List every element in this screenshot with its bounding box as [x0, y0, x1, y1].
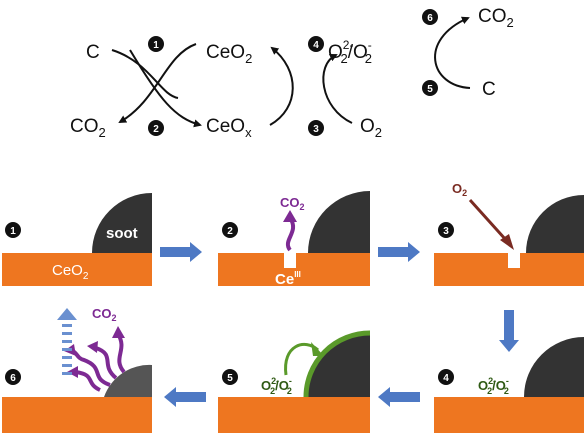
- panel-5: O2-2/O-2 5: [218, 330, 371, 433]
- flow-arrow-5-to-6: [164, 387, 206, 407]
- flow-arrow-3-to-4: [499, 310, 519, 352]
- label-o2: O2: [360, 116, 382, 140]
- panel-number-1: 1: [5, 222, 21, 238]
- co2-label: CO2: [280, 195, 305, 212]
- flow-arrow-2-to-3: [378, 242, 420, 262]
- step-badge-3: 3: [308, 120, 324, 136]
- o2-label: O2: [452, 181, 467, 198]
- step-badge-6: 6: [422, 9, 438, 25]
- svg-text:4: 4: [313, 40, 319, 51]
- ceo2-slab: [218, 397, 370, 433]
- step-badge-2: 2: [148, 120, 164, 136]
- panel-number-4: 4: [438, 369, 454, 385]
- step-badge-5: 5: [422, 80, 438, 96]
- arrow-to-ceox: [129, 49, 202, 128]
- arrow-ceox-to-ceo2: [269, 46, 294, 126]
- svg-text:6: 6: [10, 373, 16, 384]
- panel-2: CO2 CeIII 2: [218, 191, 370, 288]
- flow-arrow-4-to-5: [378, 387, 420, 407]
- co2-arrowhead: [283, 210, 297, 222]
- svg-text:1: 1: [10, 226, 16, 237]
- dashed-up-arrow: [57, 308, 77, 375]
- ceo2-slab-with-vacancy: [434, 253, 584, 286]
- label-co2-right: CO2: [478, 6, 514, 30]
- arrow-c-to-ceo2: [111, 49, 179, 99]
- svg-text:2: 2: [153, 124, 159, 135]
- co2-arrow-c: [116, 332, 126, 374]
- panel-number-5: 5: [222, 369, 238, 385]
- arrow-c-to-co2-right: [434, 16, 471, 89]
- panel-6: CO2 6: [2, 306, 152, 433]
- panel-number-3: 3: [438, 222, 454, 238]
- panel-3: O2 3: [434, 181, 584, 286]
- svg-text:4: 4: [443, 373, 449, 384]
- co2-arrowhead-c: [112, 326, 125, 338]
- superoxide-label: O2-2/O-2: [478, 376, 509, 396]
- co2-arrowhead-d: [67, 366, 78, 378]
- reaction-scheme: C CO2 CeO2 CeOx O2-2/O-2 O2 CO2 C 1 2 3 …: [70, 6, 514, 140]
- svg-text:5: 5: [427, 84, 433, 95]
- o2-arrowhead: [500, 234, 514, 250]
- soot-particle: [526, 195, 584, 253]
- superoxide-label: O2-2/O-2: [261, 376, 292, 396]
- svg-text:5: 5: [227, 373, 233, 384]
- ceo2-slab: [434, 397, 584, 433]
- ceo2-slab: [2, 253, 152, 286]
- co2-arrowhead-b: [87, 341, 98, 353]
- soot-particle: [524, 337, 584, 397]
- panel-number-6: 6: [5, 369, 21, 385]
- label-ceox: CeOx: [206, 116, 252, 140]
- svg-text:1: 1: [153, 40, 159, 51]
- svg-text:3: 3: [443, 226, 449, 237]
- ceo2-slab: [2, 397, 152, 433]
- step-badge-1: 1: [148, 36, 164, 52]
- flow-arrow-1-to-2: [160, 242, 202, 262]
- co2-label: CO2: [92, 306, 117, 323]
- soot-label: soot: [106, 225, 138, 242]
- arrow-ceo2-to-co2: [118, 43, 197, 124]
- soot-particle: [308, 191, 370, 253]
- svg-text:6: 6: [427, 13, 433, 24]
- o2-approach-arrow: [468, 198, 508, 242]
- label-ceo2: CeO2: [206, 42, 252, 66]
- soot-particle: [92, 193, 152, 253]
- panel-number-2: 2: [222, 222, 238, 238]
- shrinking-soot-particle: [104, 364, 152, 397]
- step-badge-4: 4: [308, 36, 324, 52]
- arrow-o2-to-superoxide: [322, 53, 353, 124]
- ce3-label: CeIII: [275, 270, 301, 288]
- label-superoxide: O2-2/O-2: [328, 38, 372, 66]
- green-coating: [303, 330, 371, 398]
- ceo2-label: CeO2: [52, 262, 89, 282]
- svg-text:2: 2: [227, 226, 233, 237]
- ceo2-slab-with-vacancy: [218, 253, 370, 286]
- label-c-left: C: [86, 42, 100, 63]
- co2-release-arrow: [286, 216, 296, 252]
- panel-1: soot CeO2 1: [2, 193, 152, 286]
- label-co2-left: CO2: [70, 116, 106, 140]
- co2-arrow-b: [95, 346, 118, 380]
- co2-arrow-d: [75, 370, 101, 392]
- spillover-arrowhead: [311, 342, 324, 356]
- label-c-right: C: [482, 79, 496, 100]
- panel-4: O2-2/O-2 4: [434, 337, 584, 433]
- soot-particle: [306, 333, 370, 397]
- svg-text:3: 3: [313, 124, 319, 135]
